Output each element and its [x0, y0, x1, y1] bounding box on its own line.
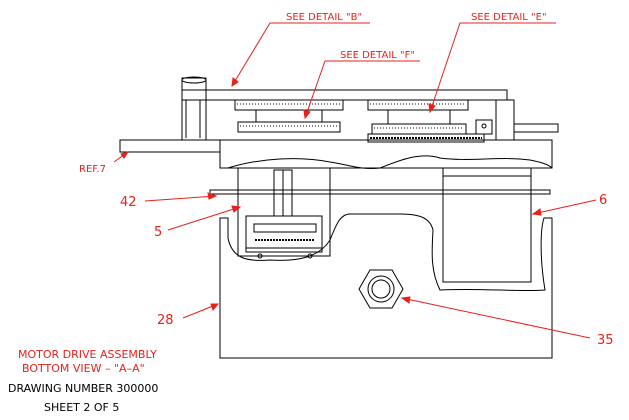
leader-detail-f	[304, 60, 420, 119]
callout-detail-f: SEE DETAIL "F"	[340, 50, 415, 61]
ref7-arm	[119, 139, 221, 153]
leader-42	[144, 195, 217, 202]
callout-28: 28	[157, 313, 174, 328]
callout-5: 5	[154, 225, 162, 240]
gear-e-top	[367, 99, 469, 111]
callout-35: 35	[597, 333, 614, 348]
housing-lower-wave	[227, 155, 553, 169]
arrow-detail-f	[303, 109, 311, 120]
output-shaft	[513, 123, 559, 133]
lower-housing	[219, 213, 553, 359]
callout-42: 42	[120, 195, 137, 210]
thin-plate	[209, 189, 551, 195]
callout-6: 6	[599, 193, 607, 208]
spur-gear-band	[367, 133, 485, 143]
upper-post-cap	[181, 76, 207, 84]
callout-detail-e: SEE DETAIL "E"	[471, 12, 547, 23]
title-line2: BOTTOM VIEW – "A–A"	[22, 362, 145, 375]
gearbox-feet-left	[257, 253, 263, 259]
arrow-detail-b	[231, 77, 239, 88]
motor-can	[442, 167, 532, 283]
gearbox-frame	[237, 167, 331, 257]
leader-detail-e	[429, 22, 556, 113]
gearbox-gear	[253, 223, 317, 233]
callout-detail-b: SEE DETAIL "B"	[286, 12, 362, 23]
housing-plate	[219, 139, 553, 169]
gear-f-bottom	[237, 121, 341, 133]
arrow-42	[207, 192, 218, 200]
gearbox-inner	[245, 215, 323, 253]
arrow-detail-e	[428, 103, 436, 114]
hex-nut-outer	[367, 275, 395, 303]
small-pinion	[475, 119, 493, 135]
gear-e-hub	[387, 109, 451, 125]
arrow-35	[400, 296, 411, 304]
gear-e-bottom	[371, 123, 467, 135]
leader-35	[401, 297, 591, 339]
small-pinion-bolt	[481, 123, 487, 129]
gear-f-hub	[255, 109, 323, 123]
leader-6	[532, 199, 597, 215]
right-standoff	[495, 99, 515, 141]
mechanical-drawing	[119, 76, 559, 359]
callout-ref7: REF.7	[79, 164, 106, 175]
arrow-28	[210, 303, 220, 312]
title-line1: MOTOR DRIVE ASSEMBLY	[18, 348, 157, 361]
gear-f-top	[234, 99, 344, 111]
arrow-ref7	[120, 151, 130, 159]
arrow-5	[231, 205, 242, 213]
top-plate	[181, 89, 508, 101]
hex-nut	[358, 269, 404, 309]
arrow-6	[531, 208, 542, 216]
leader-5	[167, 206, 241, 231]
leader-detail-b	[231, 22, 370, 87]
leader-lines	[113, 22, 597, 339]
sheet-number: SHEET 2 OF 5	[44, 401, 119, 414]
drawing-number: DRAWING NUMBER 300000	[8, 382, 158, 395]
hex-nut-inner	[371, 279, 391, 299]
